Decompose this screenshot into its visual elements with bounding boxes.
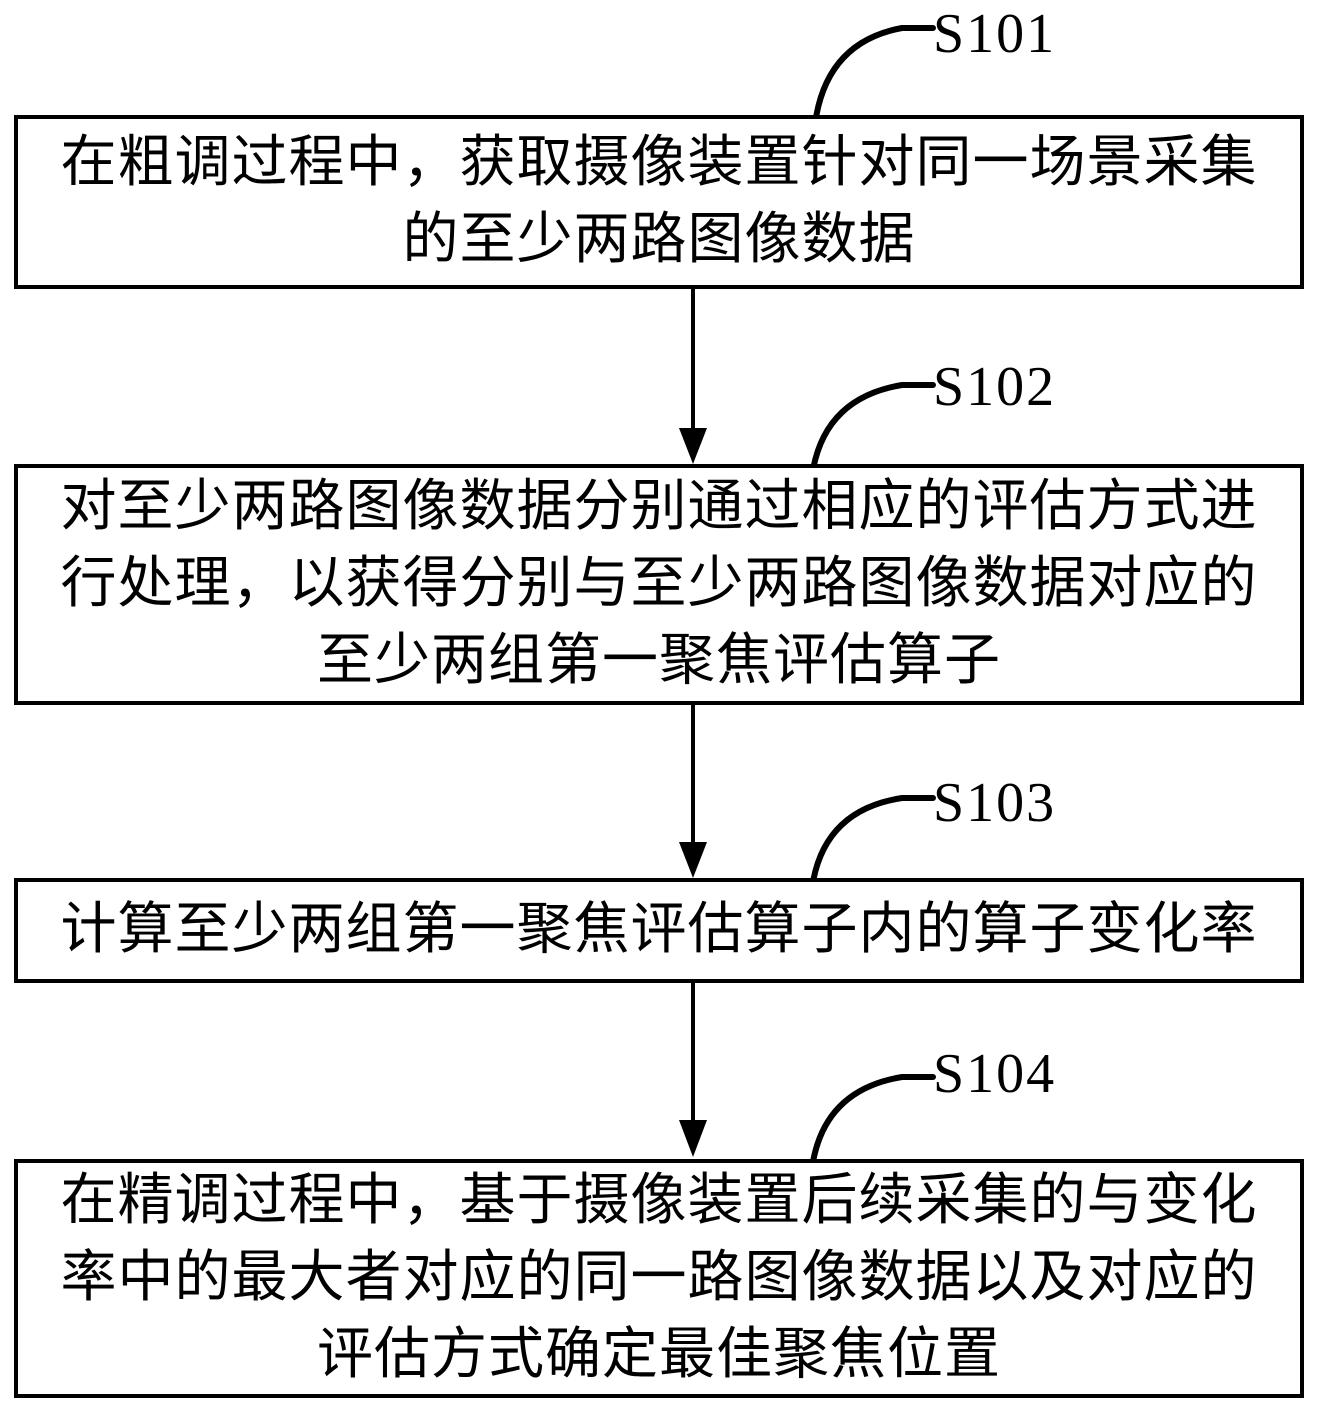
callout-curve-s102: [809, 382, 936, 479]
callout-curve-s104: [809, 1074, 936, 1171]
step-text-line: 计算至少两组第一聚焦评估算子内的算子变化率: [60, 899, 1258, 961]
flow-step-box-s102: 对至少两路图像数据分别通过相应的评估方式进 行处理，以获得分别与至少两路图像数据…: [14, 464, 1304, 705]
arrow-down-icon: [679, 705, 707, 878]
step-text-line: 对至少两路图像数据分别通过相应的评估方式进: [60, 476, 1258, 538]
flow-step-box-s101: 在粗调过程中，获取摄像装置针对同一场景采集 的至少两路图像数据: [14, 115, 1304, 289]
step-text-line: 评估方式确定最佳聚焦位置: [317, 1324, 1001, 1386]
step-text-line: 率中的最大者对应的同一路图像数据以及对应的: [60, 1247, 1258, 1309]
callout-curve-s103: [809, 795, 936, 891]
step-text-line: 的至少两路图像数据: [402, 209, 916, 271]
callout-curve-s101: [812, 25, 936, 127]
arrow-down-icon: [679, 983, 707, 1157]
step-text-line: 在粗调过程中，获取摄像装置针对同一场景采集: [60, 132, 1258, 194]
step-text-line: 至少两组第一聚焦评估算子: [317, 630, 1001, 692]
arrow-down-icon: [679, 289, 707, 464]
flow-step-box-s104: 在精调过程中，基于摄像装置后续采集的与变化 率中的最大者对应的同一路图像数据以及…: [14, 1159, 1304, 1398]
step-text-line: 在精调过程中，基于摄像装置后续采集的与变化: [60, 1170, 1258, 1232]
step-label-s101: S101: [933, 3, 1057, 65]
step-label-s104: S104: [933, 1043, 1057, 1105]
step-label-s103: S103: [933, 772, 1057, 834]
step-text-line: 行处理，以获得分别与至少两路图像数据对应的: [60, 553, 1258, 615]
step-label-s102: S102: [933, 356, 1057, 418]
flow-step-box-s103: 计算至少两组第一聚焦评估算子内的算子变化率: [14, 878, 1304, 983]
